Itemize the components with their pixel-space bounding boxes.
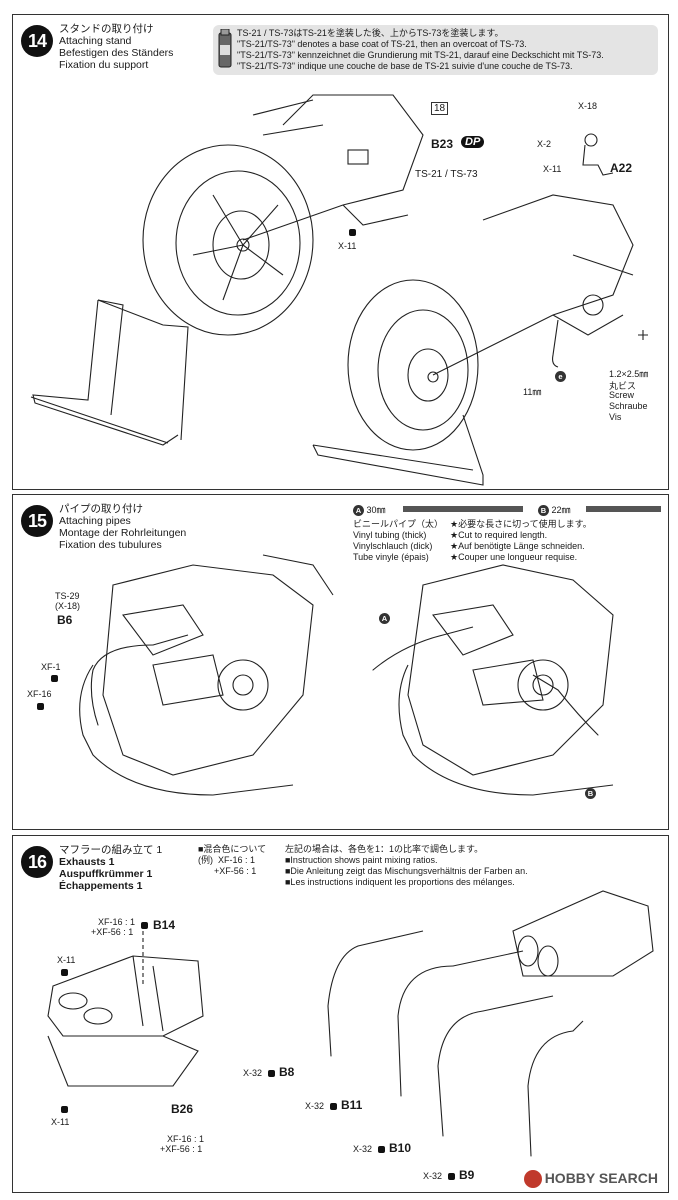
paint-label-ts29: TS-29 xyxy=(55,591,80,601)
part-runner-18: 18 xyxy=(431,102,449,115)
step-number-badge: 15 xyxy=(21,505,53,537)
title-en: Attaching stand xyxy=(59,35,132,47)
paint-ts21-ts73: TS-21 / TS-73 xyxy=(415,169,478,180)
screw-label-fr: Vis xyxy=(609,412,622,422)
part-label-b26: B26 xyxy=(171,1102,194,1116)
screw-size-label: 1.2×2.5㎜ xyxy=(609,369,649,379)
step-15-panel: 15 パイプの取り付け Attaching pipes Montage der … xyxy=(12,494,669,830)
mix-notes: 左記の場合は、各色を1：1の比率で調色します。 ■Instruction sho… xyxy=(285,844,528,887)
step-title-block: パイプの取り付け Attaching pipes Montage der Roh… xyxy=(59,503,186,551)
step-16-panel: 16 マフラーの組み立て 1 Exhausts 1 Auspuffkrümmer… xyxy=(12,835,669,1193)
paint-mix-b14-1: XF-16 : 1 xyxy=(98,917,136,927)
step-14-panel: 14 スタンドの取り付け Attaching stand Befestigen … xyxy=(12,14,669,490)
title-jp: マフラーの組み立て 1 xyxy=(59,844,163,856)
paint-note-line: TS-21 / TS-73はTS-21を塗装した後、上からTS-73を塗装します… xyxy=(237,28,504,38)
paint-label-x32: X-32 xyxy=(423,1171,443,1181)
paint-note-line: "TS-21/TS-73" indique une couche de base… xyxy=(237,61,573,71)
hex-paint-icon xyxy=(349,229,356,236)
paint-label-x11-bottom: X-11 xyxy=(51,1117,70,1127)
hobby-search-logo-icon xyxy=(523,1170,542,1188)
paint-mix-b26-2: +XF-56 : 1 xyxy=(160,1144,203,1154)
hex-paint-icon xyxy=(61,969,68,976)
title-fr: Échappements 1 xyxy=(59,880,143,892)
title-jp: スタンドの取り付け xyxy=(59,23,154,35)
hex-paint-icon xyxy=(61,1106,68,1113)
title-fr: Fixation du support xyxy=(59,59,149,71)
paint-label-xf16: XF-16 xyxy=(27,689,52,699)
title-fr: Fixation des tubulures xyxy=(59,539,162,551)
step-number-badge: 14 xyxy=(21,25,53,57)
hex-paint-icon xyxy=(141,922,148,929)
part-label-b8: B8 xyxy=(279,1065,295,1079)
paint-label-x18: X-18 xyxy=(578,101,598,111)
tube-b-length-bar xyxy=(586,506,661,512)
step-title-block: スタンドの取り付け Attaching stand Befestigen des… xyxy=(59,23,173,71)
exhaust-assembly-illustration xyxy=(47,890,654,1157)
tube-b-marker: B xyxy=(585,788,596,800)
vinyl-tube-label-block: ビニールパイプ（太） Vinyl tubing (thick) Vinylsch… xyxy=(353,519,444,562)
step-number-badge: 16 xyxy=(21,846,53,878)
part-label-a22: A22 xyxy=(610,161,633,175)
dp-badge: DP xyxy=(461,136,485,148)
tube-a-legend: A 30㎜ xyxy=(353,503,386,517)
paint-note-box: TS-21 / TS-73はTS-21を塗装した後、上からTS-73を塗装します… xyxy=(213,25,658,75)
hobby-search-watermark: HOBBY SEARCH xyxy=(523,1170,658,1188)
paint-label-x11-top: X-11 xyxy=(57,955,76,965)
screw-label-jp: 丸ビス xyxy=(609,381,637,391)
paint-label-x32: X-32 xyxy=(353,1144,373,1154)
hex-paint-icon xyxy=(37,703,44,710)
title-de: Montage der Rohrleitungen xyxy=(59,527,187,539)
pipe-assembly-illustration xyxy=(79,554,614,796)
tube-a-length-bar xyxy=(403,506,523,512)
tube-a-marker: A xyxy=(379,613,390,625)
mix-legend: ■混合色について (例) XF-16 : 1 +XF-56 : 1 xyxy=(198,844,267,876)
paint-mix-b14-2: +XF-56 : 1 xyxy=(91,927,134,937)
rear-wheel-tire-left xyxy=(142,144,314,336)
part-label-b10: B10 xyxy=(389,1141,412,1155)
hex-paint-icon xyxy=(51,675,58,682)
tube-b-legend: B 22㎜ xyxy=(538,503,571,517)
cut-note-block: ★必要な長さに切って使用します。 ★Cut to required length… xyxy=(450,519,592,562)
part-label-b11: B11 xyxy=(341,1098,363,1112)
title-de: Befestigen des Ständers xyxy=(59,47,174,59)
paint-label-x2: X-2 xyxy=(537,139,552,149)
tube-length-label: 11㎜ xyxy=(523,387,542,397)
title-de: Auspuffkrümmer 1 xyxy=(59,868,153,880)
hex-paint-icon xyxy=(378,1146,385,1153)
paint-label-x11: X-11 xyxy=(338,241,357,251)
part-label-b23: B23 xyxy=(431,137,454,151)
hex-paint-icon xyxy=(268,1070,275,1077)
paint-label-x18: (X-18) xyxy=(55,601,81,611)
hex-paint-icon xyxy=(330,1103,337,1110)
paint-label-x32: X-32 xyxy=(305,1101,325,1111)
hex-paint-icon xyxy=(448,1173,455,1180)
title-jp: パイプの取り付け xyxy=(59,503,143,515)
screw-label-de: Schraube xyxy=(609,401,648,411)
paint-note-line: "TS-21/TS-73" denotes a base coat of TS-… xyxy=(237,39,527,49)
title-en: Exhausts 1 xyxy=(59,856,115,868)
paint-label-x32: X-32 xyxy=(243,1068,263,1078)
paint-label-xf1: XF-1 xyxy=(41,662,61,672)
part-label-b9: B9 xyxy=(459,1168,475,1182)
title-en: Attaching pipes xyxy=(59,515,131,527)
step-title-block: マフラーの組み立て 1 Exhausts 1 Auspuffkrümmer 1 … xyxy=(59,844,162,892)
paint-note-line: "TS-21/TS-73" kennzeichnet die Grundieru… xyxy=(237,50,604,60)
part-label-b6: B6 xyxy=(57,613,73,627)
paint-can-icon xyxy=(218,29,232,68)
paint-label-x11-right: X-11 xyxy=(543,164,562,174)
stand-assembly-illustration xyxy=(30,94,648,486)
screw-label-en: Screw xyxy=(609,390,635,400)
tube-e-marker: e xyxy=(555,371,566,383)
part-label-b14: B14 xyxy=(153,918,176,932)
paint-mix-b26-1: XF-16 : 1 xyxy=(167,1134,205,1144)
